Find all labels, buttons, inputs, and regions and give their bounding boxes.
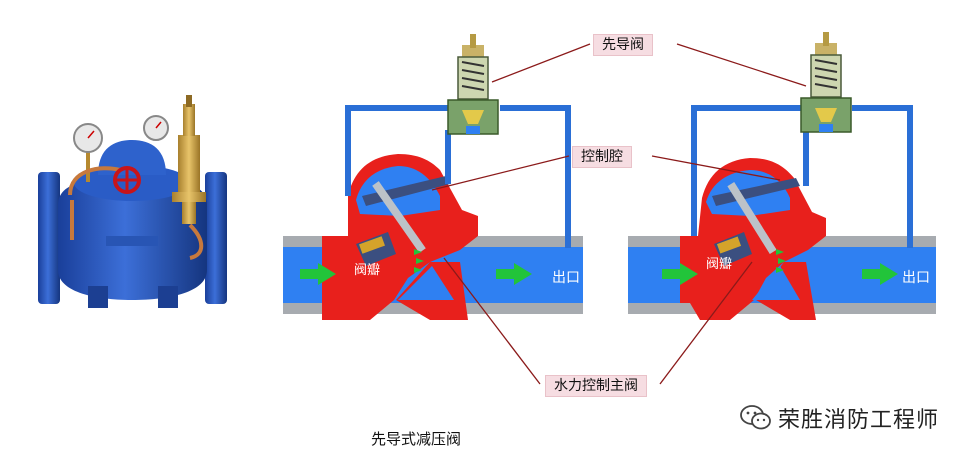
- outlet-label-right: 出口: [902, 270, 930, 286]
- pilot-valve-left: [447, 34, 499, 135]
- figure-caption: 先导式减压阀: [371, 430, 462, 448]
- leader-lines: [431, 43, 807, 385]
- callout-main-valve: 水力控制主阀: [545, 375, 647, 397]
- pilot-valve-right: [800, 32, 852, 133]
- callout-control-chamber: 控制腔: [572, 146, 632, 168]
- valve-disc-label-right: 阀瓣: [706, 257, 732, 272]
- callout-pilot-valve: 先导阀: [593, 34, 653, 56]
- schematic-left: 阀瓣 出口: [283, 34, 583, 320]
- watermark: 荣胜消防工程师: [740, 403, 939, 433]
- outlet-label-left: 出口: [552, 270, 580, 286]
- watermark-text: 荣胜消防工程师: [778, 408, 940, 433]
- valve-disc-label-left: 阀瓣: [354, 263, 380, 278]
- valve-product-photo: [38, 95, 227, 308]
- wechat-icon: [740, 405, 771, 430]
- schematic-right: 阀瓣 出口: [628, 32, 936, 320]
